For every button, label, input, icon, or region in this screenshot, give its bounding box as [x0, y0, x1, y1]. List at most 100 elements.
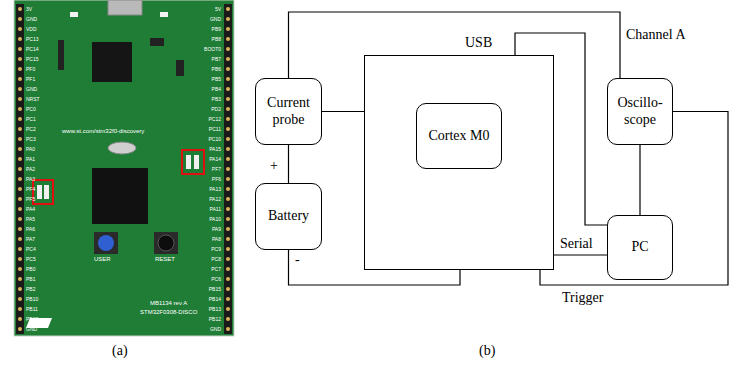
signal-label: Channel A [624, 27, 688, 43]
pin-name: PB12 [198, 314, 221, 324]
pin-name: PA1 [26, 154, 35, 164]
pin-name: PA10 [198, 214, 221, 224]
wire-line [639, 145, 640, 215]
pin-name: PC7 [198, 264, 221, 274]
battery-box: Battery [255, 183, 322, 250]
pin-name: PC12 [198, 114, 221, 124]
pin-name: GND [198, 324, 221, 334]
pin-name: PA14 [198, 154, 221, 164]
node-label: Cortex M0 [428, 128, 489, 144]
probe-box: Current probe [255, 78, 322, 145]
pin-name: PF1 [26, 74, 35, 84]
pin-name: PF4 [26, 184, 35, 194]
pin-name: 5V [198, 4, 221, 14]
pin-name: 3V [26, 4, 32, 14]
pin-name: GND [26, 84, 37, 94]
pin-name: PF6 [198, 174, 221, 184]
pin-name: PC3 [26, 134, 36, 144]
wire-line [288, 145, 289, 183]
pin-name: VDD [26, 24, 37, 34]
pin-name: PB10 [26, 294, 38, 304]
pin-name: PF5 [26, 194, 35, 204]
silkscreen-text: USER [94, 256, 111, 263]
board-box: USBCortex M0 [364, 55, 554, 270]
pin-name: PB0 [26, 264, 35, 274]
led [70, 12, 78, 17]
pin-name: PA4 [26, 204, 35, 214]
pin-name: PB5 [198, 74, 221, 84]
pin-name: PC11 [198, 124, 221, 134]
pin-name: PC10 [198, 134, 221, 144]
jumper [176, 60, 184, 76]
node-label: PC [631, 239, 648, 255]
signal-label: Trigger [560, 290, 606, 306]
pin-name: PB1 [26, 274, 35, 284]
crystal [108, 142, 136, 154]
polarity-sign: - [295, 252, 300, 268]
pin-header [224, 4, 232, 334]
wire-connector [322, 111, 364, 112]
pc-box: PC [607, 215, 673, 280]
resistor [186, 155, 191, 169]
pin-name: PB2 [26, 284, 35, 294]
cpu-box: Cortex M0 [416, 103, 502, 169]
pin-name: PA9 [198, 224, 221, 234]
stlink-chip [92, 42, 132, 82]
pin-name: PC6 [198, 274, 221, 284]
header-pins [224, 4, 232, 334]
pin-name: PF7 [198, 164, 221, 174]
pin-name: PB6 [198, 64, 221, 74]
button-base [154, 232, 178, 254]
pin-name: PB4 [198, 84, 221, 94]
pin-name: PA0 [26, 144, 35, 154]
pin-name: PC0 [26, 104, 36, 114]
pin-name: PA6 [26, 224, 35, 234]
pin-name: PD2 [198, 104, 221, 114]
resistor [194, 155, 199, 169]
pin-name: PC13 [26, 34, 39, 44]
silkscreen-text: STM32F0308-DISCO [140, 309, 197, 316]
pin-name: NRST [26, 94, 40, 104]
pin-name: PB14 [198, 294, 221, 304]
pin-name: GND [26, 14, 37, 24]
node-label: Oscillo- scope [612, 95, 668, 127]
header-pins [16, 4, 24, 334]
pin-name: PA11 [198, 204, 221, 214]
pin-name: PA3 [26, 174, 35, 184]
wire-connector [554, 255, 607, 256]
user-button [98, 235, 114, 251]
pin-name: PB11 [26, 304, 38, 314]
pin-name: PC15 [26, 54, 39, 64]
pin-name: PB3 [198, 94, 221, 104]
pin-name: PB15 [198, 284, 221, 294]
pin-name: PA13 [198, 184, 221, 194]
polarity-sign: + [270, 158, 278, 174]
silkscreen-text: RESET [155, 256, 175, 263]
pin-name: PA2 [26, 164, 35, 174]
mcu-chip [92, 168, 148, 224]
pin-name: PA12 [198, 194, 221, 204]
pin-name: PA15 [198, 144, 221, 154]
jumper [150, 38, 164, 46]
pin-name: PC1 [26, 114, 36, 124]
pin-name: PA7 [26, 234, 35, 244]
node-label: Current probe [260, 95, 317, 127]
pin-name: PB12 [26, 314, 38, 324]
pin-name: PC8 [198, 254, 221, 264]
pin-name: PF0 [26, 64, 35, 74]
pin-name: BOOT0 [198, 44, 221, 54]
reset-button [158, 235, 174, 251]
wire-line [554, 254, 607, 255]
wire-line [322, 111, 364, 112]
usb-connector [108, 0, 142, 15]
silkscreen-text: www.st.com/stm32f0-discovery [62, 128, 144, 135]
wire-connector [288, 145, 289, 183]
swd-header [58, 40, 64, 70]
panel-label: (a) [112, 343, 128, 359]
silkscreen-text: MB1134 rev A [150, 300, 187, 307]
highlight-box [33, 180, 53, 204]
resistor [44, 185, 49, 199]
node-label: Battery [268, 208, 309, 224]
led [160, 12, 168, 17]
